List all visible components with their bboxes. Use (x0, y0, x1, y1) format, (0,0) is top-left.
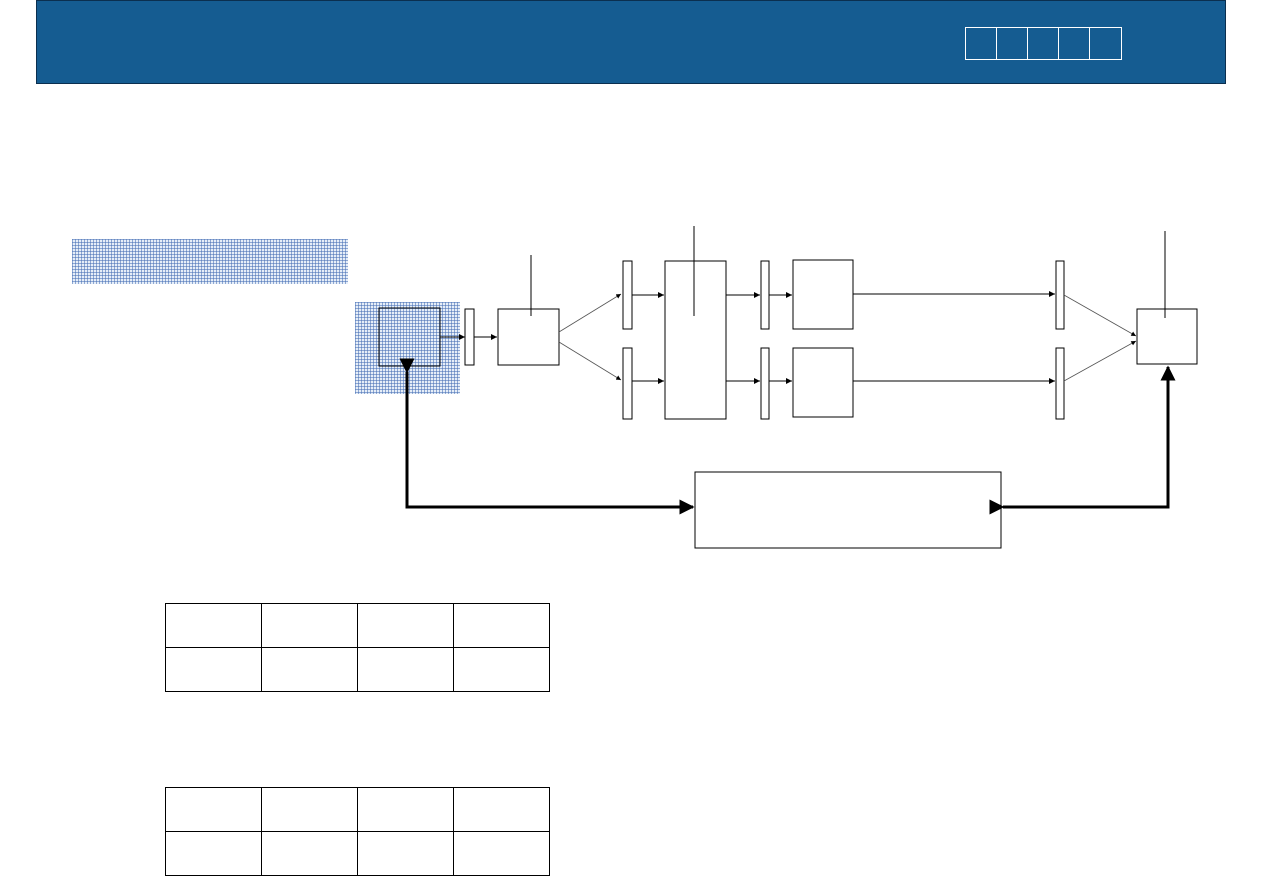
hatched-label-area (72, 239, 348, 284)
table-cell (165, 787, 262, 832)
feedback-left-path (399, 358, 695, 515)
nav-box-4[interactable] (1059, 28, 1090, 59)
table-cell (453, 831, 550, 876)
table-cell (261, 603, 358, 648)
table-cell (261, 831, 358, 876)
nav-box-3[interactable] (1028, 28, 1059, 59)
header-banner (36, 0, 1226, 84)
table-cell (261, 647, 358, 692)
branch-upper-arrow (558, 293, 622, 333)
source-block (378, 307, 441, 367)
filter-bar-lower-3 (1055, 347, 1065, 420)
nav-box-group (965, 27, 1122, 60)
filter-bar-upper-2 (760, 260, 770, 330)
nav-box-1[interactable] (966, 28, 997, 59)
filter-bar-1 (464, 308, 475, 366)
process-block-upper (792, 259, 854, 330)
table-row (165, 603, 550, 648)
table-cell (165, 831, 262, 876)
table-row (165, 787, 550, 832)
data-table-1 (165, 603, 550, 692)
table-cell (357, 647, 454, 692)
filter-bar-lower-2 (760, 347, 770, 420)
table-cell (453, 647, 550, 692)
table-cell (453, 787, 550, 832)
table-cell (357, 787, 454, 832)
feedback-right-path (989, 365, 1176, 515)
table-row (165, 647, 550, 692)
combiner-block (1136, 308, 1198, 365)
data-table-2 (165, 787, 550, 876)
splitter-block (497, 308, 560, 366)
table-cell (357, 831, 454, 876)
nav-box-2[interactable] (997, 28, 1028, 59)
filter-bar-upper (622, 260, 633, 330)
branch-lower-arrow (558, 341, 622, 381)
controller-block (694, 471, 1002, 549)
filter-bar-upper-3 (1055, 260, 1065, 330)
filter-bar-lower (622, 347, 633, 420)
process-block-lower (792, 347, 854, 418)
table-cell (453, 603, 550, 648)
table-row (165, 831, 550, 876)
table-cell (261, 787, 358, 832)
central-block (664, 260, 727, 420)
table-cell (357, 603, 454, 648)
table-cell (165, 647, 262, 692)
table-cell (165, 603, 262, 648)
